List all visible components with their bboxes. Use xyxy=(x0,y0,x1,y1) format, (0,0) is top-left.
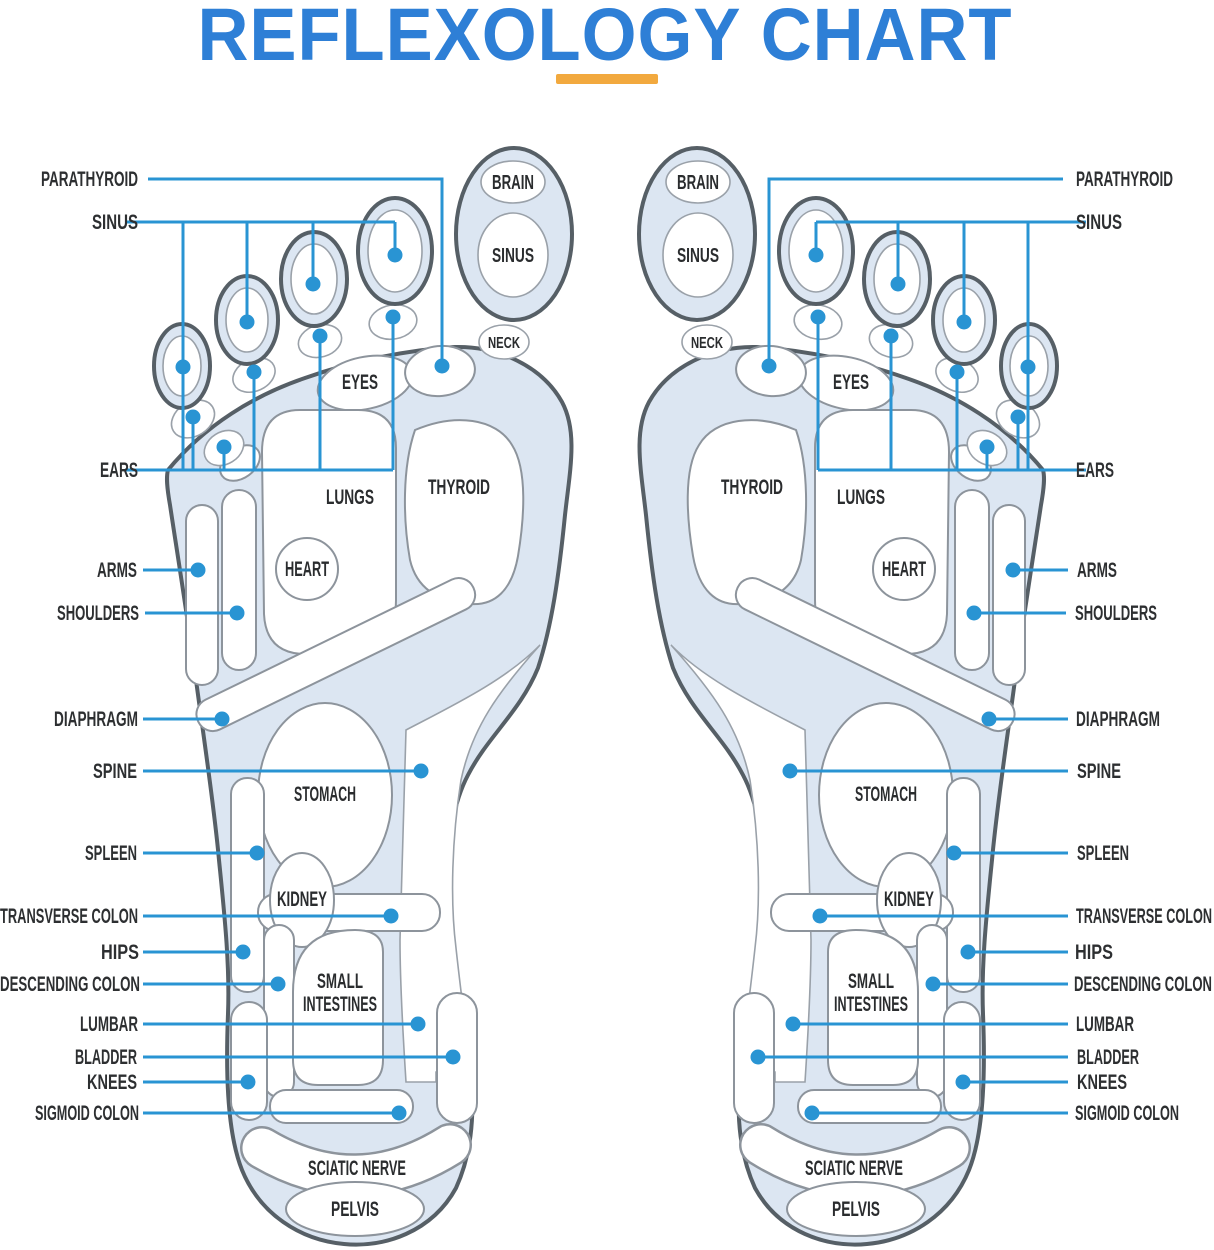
right-foot-zone-labels: BRAIN SINUS NECK EYES THYROID LUNGS HEAR… xyxy=(677,172,934,1221)
label-knees-right: KNEES xyxy=(1077,1071,1127,1094)
label-sciatic-nerve-right: SCIATIC NERVE xyxy=(805,1157,903,1180)
label-sinus-left: SINUS xyxy=(92,211,138,234)
label-bladder-right: BLADDER xyxy=(1077,1046,1139,1069)
label-sigmoid-colon-right: SIGMOID COLON xyxy=(1075,1102,1179,1125)
title-underline xyxy=(556,74,658,84)
label-spine-right: SPINE xyxy=(1077,760,1121,783)
label-eyes-left: EYES xyxy=(342,371,378,394)
label-bladder-left: BLADDER xyxy=(75,1046,137,1069)
label-neck-right: NECK xyxy=(691,335,723,352)
descending-colon-zone xyxy=(263,924,295,1098)
leader-lines xyxy=(125,177,461,1121)
label-transverse-colon-left: TRANSVERSE COLON xyxy=(0,905,138,928)
label-heart-left: HEART xyxy=(285,558,329,581)
label-shoulders-right: SHOULDERS xyxy=(1075,602,1157,625)
thyroid-zone xyxy=(403,419,525,606)
label-sinus-zone-left: SINUS xyxy=(492,245,534,267)
label-descending-colon-left: DESCENDING COLON xyxy=(0,973,140,996)
label-kidney-left: KIDNEY xyxy=(277,888,327,911)
label-lumbar-right: LUMBAR xyxy=(1076,1013,1134,1036)
right-label-column: PARATHYROID SINUS EARS ARMS SHOULDERS DI… xyxy=(1074,168,1212,1125)
label-parathyroid-left: PARATHYROID xyxy=(41,168,138,191)
label-brain-left: BRAIN xyxy=(492,172,534,194)
label-thyroid-left: THYROID xyxy=(428,476,490,499)
label-lungs-left: LUNGS xyxy=(326,486,374,509)
left-foot-zone-labels: BRAIN SINUS NECK EYES THYROID LUNGS HEAR… xyxy=(277,172,534,1221)
label-stomach-left: STOMACH xyxy=(294,783,356,806)
foot-diagram-shapes xyxy=(152,146,574,1247)
label-ears-left: EARS xyxy=(100,459,138,482)
label-parathyroid-right: PARATHYROID xyxy=(1076,168,1173,191)
label-sinus-right: SINUS xyxy=(1076,211,1122,234)
label-spine-left: SPINE xyxy=(93,760,137,783)
knees-zone xyxy=(230,1001,268,1121)
label-kidney-right: KIDNEY xyxy=(884,888,934,911)
neck-zone xyxy=(478,324,530,360)
shoulders-zone xyxy=(221,489,257,671)
diaphragm-zone xyxy=(195,577,477,733)
label-pelvis-left: PELVIS xyxy=(331,1198,379,1221)
sciatic-nerve-zone xyxy=(242,1125,470,1195)
label-stomach-right: STOMACH xyxy=(855,783,917,806)
label-sciatic-nerve-left: SCIATIC NERVE xyxy=(308,1157,406,1180)
label-shoulders-left: SHOULDERS xyxy=(57,602,139,625)
label-small-intestines-right-2: INTESTINES xyxy=(834,993,908,1016)
label-neck-left: NECK xyxy=(488,335,520,352)
label-pelvis-right: PELVIS xyxy=(832,1198,880,1221)
label-transverse-colon-right: TRANSVERSE COLON xyxy=(1076,905,1212,928)
kidney-zone xyxy=(269,852,335,948)
label-spleen-right: SPLEEN xyxy=(1077,842,1129,865)
label-arms-right: ARMS xyxy=(1077,559,1117,582)
arms-zone xyxy=(185,504,219,686)
page-title: REFLEXOLOGY CHART xyxy=(198,0,1013,76)
label-small-intestines-left-2: INTESTINES xyxy=(303,993,377,1016)
label-hips-right: HIPS xyxy=(1075,941,1113,964)
label-lumbar-left: LUMBAR xyxy=(80,1013,138,1036)
label-descending-colon-right: DESCENDING COLON xyxy=(1074,973,1212,996)
label-heart-right: HEART xyxy=(882,558,926,581)
sigmoid-colon-zone xyxy=(269,1089,414,1124)
label-lungs-right: LUNGS xyxy=(837,486,885,509)
label-eyes-right: EYES xyxy=(833,371,869,394)
label-diaphragm-right: DIAPHRAGM xyxy=(1076,708,1160,731)
right-foot-diagram xyxy=(639,148,1057,1245)
label-small-intestines-left-1: SMALL xyxy=(317,970,363,993)
pelvis-zone xyxy=(285,1181,425,1237)
label-brain-right: BRAIN xyxy=(677,172,719,194)
label-arms-left: ARMS xyxy=(97,559,137,582)
small-intestines-zone xyxy=(292,928,384,1086)
brain-zone xyxy=(480,160,546,204)
label-spleen-left: SPLEEN xyxy=(85,842,137,865)
hips-zone xyxy=(230,777,265,993)
label-hips-left: HIPS xyxy=(101,941,139,964)
sinus-zone xyxy=(477,212,549,298)
left-label-column: PARATHYROID SINUS EARS ARMS SHOULDERS DI… xyxy=(0,168,140,1125)
label-ears-right: EARS xyxy=(1076,459,1114,482)
label-sinus-zone-right: SINUS xyxy=(677,245,719,267)
heart-zone xyxy=(275,537,339,601)
label-thyroid-right: THYROID xyxy=(721,476,783,499)
label-sigmoid-colon-left: SIGMOID COLON xyxy=(35,1102,139,1125)
label-diaphragm-left: DIAPHRAGM xyxy=(54,708,138,731)
label-small-intestines-right-1: SMALL xyxy=(848,970,894,993)
label-knees-left: KNEES xyxy=(87,1071,137,1094)
